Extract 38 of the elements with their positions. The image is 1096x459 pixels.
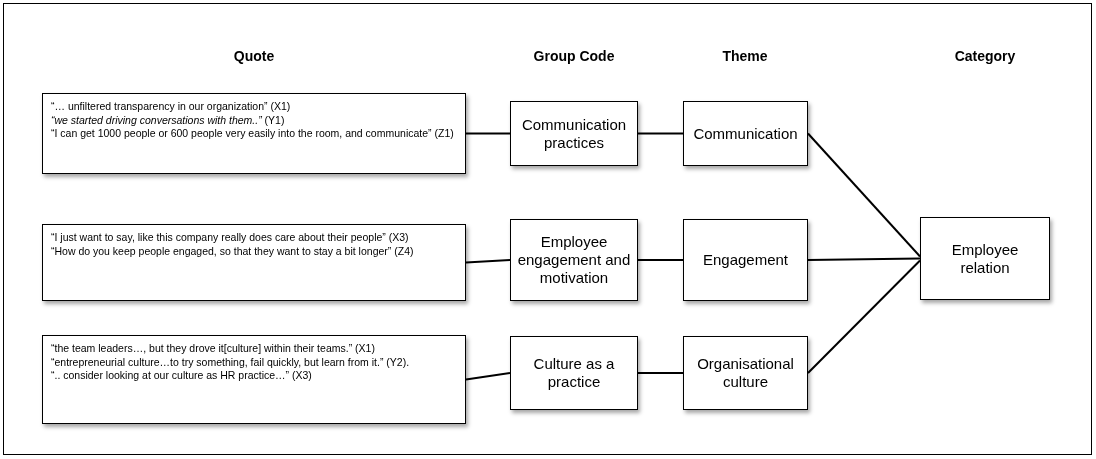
text-box	[683, 336, 808, 410]
connector-line	[637, 132, 684, 135]
connector-line	[465, 259, 511, 264]
text-box	[510, 336, 638, 410]
connector-line	[807, 132, 921, 258]
column-heading: Theme	[722, 48, 768, 64]
quote-text: “I can get 1000 people or 600 people very easily into the room, and communicate” (Z1)	[51, 127, 454, 141]
quote-box	[42, 224, 466, 301]
connector-line	[465, 372, 511, 381]
quote-text: “we started driving conversations with them..” (Y1)	[51, 113, 285, 128]
text-box	[920, 217, 1050, 300]
text-box	[510, 219, 638, 301]
box-label: Employee relation	[950, 240, 1020, 277]
connector-line	[637, 259, 684, 261]
connector-line	[465, 132, 511, 135]
quote-text: “the team leaders…, but they drove it[culture] within their teams.” (X1)	[51, 342, 375, 356]
connector-line	[637, 372, 684, 374]
connector-line	[807, 259, 921, 374]
quote-text: “.. consider looking at our culture as HR practice…” (X3)	[51, 369, 312, 383]
box-label: Culture as a practice	[532, 355, 616, 391]
quote-text: “How do you keep people engaged, so that they want to stay a bit longer” (Z4)	[51, 244, 414, 259]
box-label: Organisational culture	[696, 355, 795, 391]
box-label: Engagement	[702, 251, 789, 269]
box-label: Employee engagement and motivation	[516, 233, 632, 287]
text-box	[683, 219, 808, 301]
text-box	[510, 101, 638, 166]
column-heading: Quote	[233, 48, 275, 64]
quote-text: “I just want to say, like this company really does care about their people” (X3)	[51, 231, 409, 245]
quote-text: “… unfiltered transparency in our organization” (X1)	[51, 100, 291, 114]
column-heading: Category	[954, 48, 1016, 64]
quote-box	[42, 93, 466, 174]
box-label: Communication	[693, 124, 798, 143]
quote-text: “entrepreneurial culture…to try something, fail quickly, but learn from it.” (Y2).	[51, 355, 410, 370]
column-heading: Group Code	[533, 48, 615, 64]
quote-box	[42, 335, 466, 424]
connector-line	[807, 257, 921, 261]
box-label: Communication practices	[520, 115, 628, 152]
text-box	[683, 101, 808, 166]
